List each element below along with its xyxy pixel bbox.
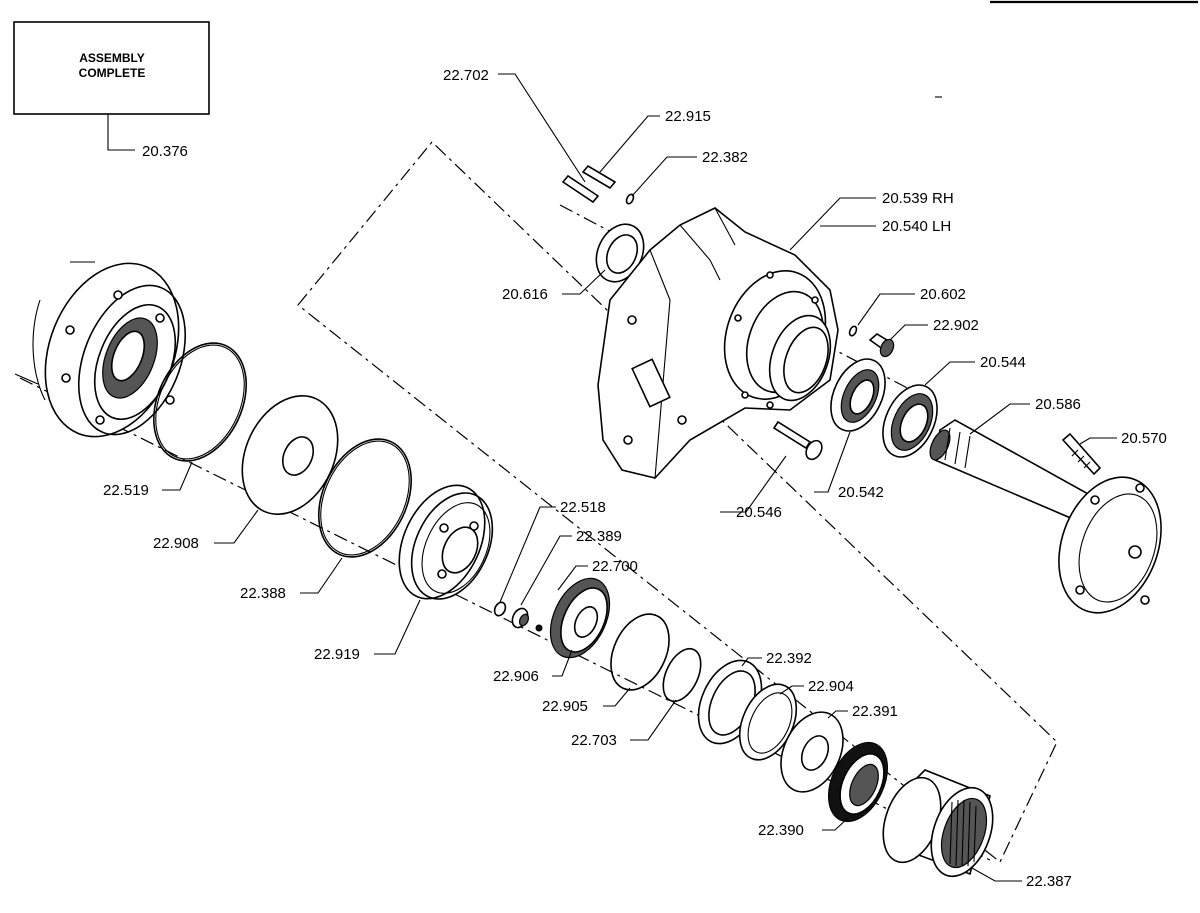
part-labels: 22.702 22.915 22.382 20.539 RH 20.540 LH… [103,67,1167,890]
bolt-20-546 [772,420,823,461]
label-22-391: 22.391 [852,703,898,720]
label-22-904: 22.904 [808,678,854,695]
label-20-542: 20.542 [838,484,884,501]
label-22-387: 22.387 [1026,873,1072,890]
o-ring-22-519 [152,342,248,462]
leader-lines [162,73,1117,882]
seal-20-544 [882,384,938,458]
axle-shaft-20-586 [929,419,1162,614]
sub-assembly-boundary [297,141,1058,863]
o-ring-22-905 [610,613,670,691]
label-22-388: 22.388 [240,585,286,602]
screw-22-902 [868,333,895,358]
label-20-602: 20.602 [920,286,966,303]
assembly-box-line2: COMPLETE [79,66,146,80]
left-flange-housing [14,261,187,438]
label-20-376: 20.376 [142,143,188,160]
o-ring-22-388 [317,438,413,558]
label-22-703: 22.703 [571,732,617,749]
assembly-box-line1: ASSEMBLY [79,51,145,65]
label-22-389: 22.389 [576,528,622,545]
label-22-908: 22.908 [153,535,199,552]
small-ring-22-518 [493,601,507,617]
small-ball [535,624,543,632]
pin-22-702 [561,174,600,204]
seat-22-700 [549,577,611,659]
small-ring-22-382 [625,193,635,205]
label-22-519: 22.519 [103,482,149,499]
label-20-616: 20.616 [502,286,548,303]
label-22-518: 22.518 [560,499,606,516]
washer-22-391 [780,711,844,793]
label-22-382: 22.382 [702,149,748,166]
sleeve-22-387 [882,769,994,878]
label-20-586: 20.586 [1035,396,1081,413]
piston-22-919 [398,484,494,600]
label-22-702: 22.702 [443,67,489,84]
label-20-539-rh: 20.539 RH [882,190,954,207]
label-22-902: 22.902 [933,317,979,334]
label-22-915: 22.915 [665,108,711,125]
label-22-919: 22.919 [314,646,360,663]
label-22-392: 22.392 [766,650,812,667]
valve-22-389 [511,607,530,629]
label-20-570: 20.570 [1121,430,1167,447]
label-22-390: 22.390 [758,822,804,839]
assembly-complete-box: ASSEMBLY COMPLETE 20.376 [13,21,210,160]
label-22-905: 22.905 [542,698,588,715]
label-20-540-lh: 20.540 LH [882,218,951,235]
label-22-906: 22.906 [493,668,539,685]
bearing-22-390 [827,741,889,823]
stud-20-570 [1061,432,1102,476]
label-20-546: 20.546 [736,504,782,521]
label-22-700: 22.700 [592,558,638,575]
small-ring-20-602 [848,325,858,337]
seal-20-616 [595,223,645,283]
bearing-20-542 [830,358,886,432]
label-20-544: 20.544 [980,354,1026,371]
main-axis-line [19,377,991,861]
pin-22-915 [581,164,617,190]
o-ring-22-703 [662,647,702,703]
washer-22-908 [241,395,339,515]
main-housing [597,207,839,479]
